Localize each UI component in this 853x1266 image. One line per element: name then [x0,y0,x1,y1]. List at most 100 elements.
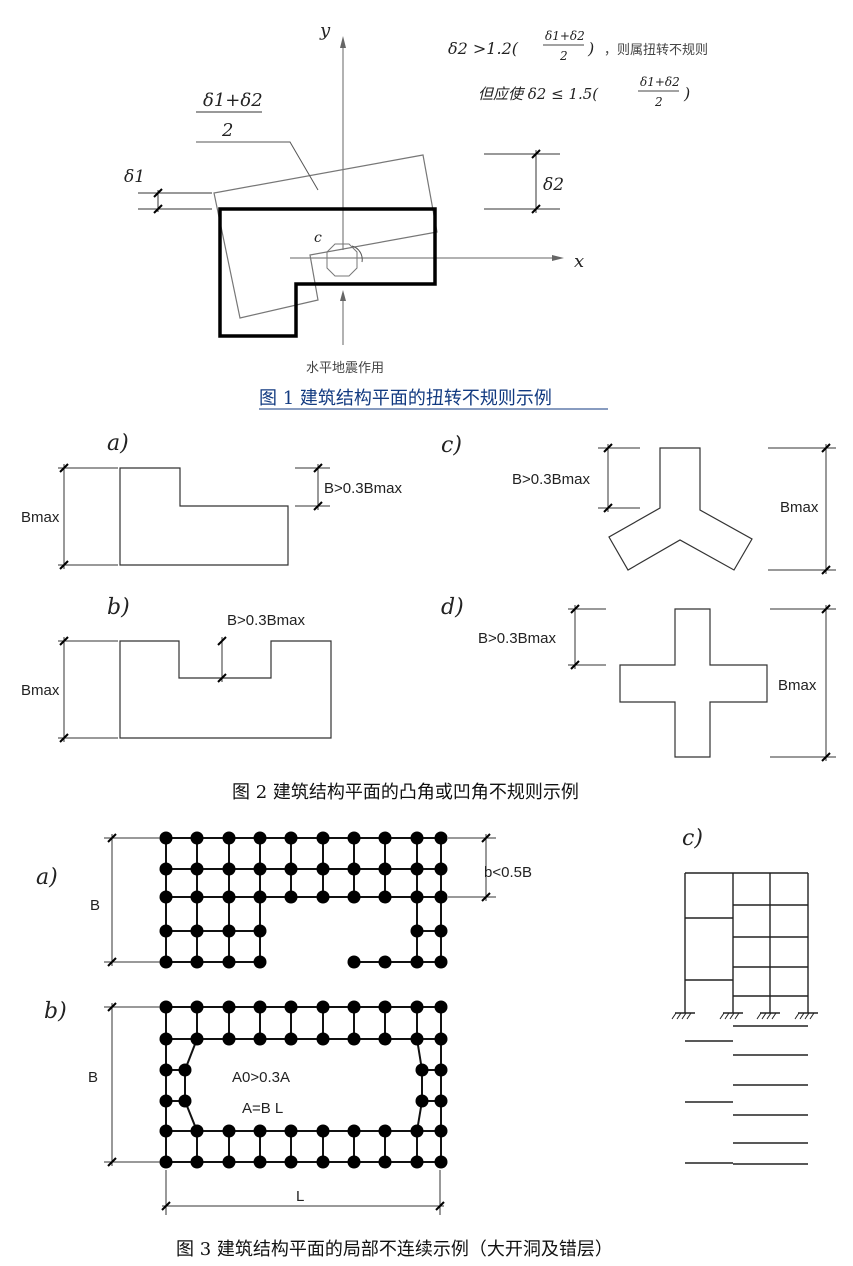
grid-node [415,1063,429,1077]
support-hatch [676,1012,682,1020]
fig2-d-bmax-label: Bmax [778,677,817,694]
fig2-c-b-label: B>0.3Bmax [512,471,590,488]
x-axis-arrow [552,255,564,261]
grid-node [316,1032,330,1046]
grid-node [253,924,267,938]
grid-node [284,890,298,904]
grid-node [378,862,392,876]
grid-node [347,862,361,876]
fig2-b-bmax-tick-2 [59,733,69,743]
fig2-c-b-tick-2 [603,503,613,513]
y-axis-label: y [319,20,331,41]
fig2-b-b-label: B>0.3Bmax [227,612,305,629]
fig3-b-L-tick-1 [161,1201,171,1211]
grid-node [410,955,424,969]
fig3-b-B-tick-1 [107,1002,117,1012]
grid-node [253,1032,267,1046]
support-hatch [794,1012,800,1020]
grid-node [347,1000,361,1014]
fig2-c-bmax-label: Bmax [780,499,819,516]
fig2-a-bmax-tick-1 [59,463,69,473]
support-hatch [766,1012,772,1020]
fig3-panel-a-label: a) [36,865,58,890]
grid-node [434,1155,448,1169]
grid-node [378,1032,392,1046]
grid-node [284,862,298,876]
grid-node [284,1155,298,1169]
grid-node [434,924,448,938]
fig2-d-bmax-tick-2 [821,752,831,762]
x-axis-label: x [574,251,584,272]
grid-node [253,862,267,876]
grid-node [190,890,204,904]
figure-1: y x c 水平地震作用 δ1 δ2 δ1+δ2 2 δ2 > [124,20,708,410]
support-hatch [734,1012,740,1020]
grid-node [190,1155,204,1169]
grid-node [434,862,448,876]
condition-2-rhs: ) [683,84,690,103]
fig2-a-b-label: B>0.3Bmax [324,480,402,497]
fig2-d-shape [619,608,768,758]
condition-2-prefix: 但应使 δ2 ≤ 1.5( [478,85,599,103]
fig2-b-b-tick-1 [217,636,227,646]
grid-node [190,924,204,938]
grid-node [159,1155,173,1169]
grid-node [178,1063,192,1077]
grid-node [190,1032,204,1046]
fig3-b-L-label: L [296,1188,304,1205]
grid-node [222,1000,236,1014]
grid-node [159,1063,173,1077]
fig3-a-b-tick-2 [481,892,491,902]
fig3-a-B-label: B [90,897,100,914]
grid-node [222,1032,236,1046]
grid-node [378,831,392,845]
grid-node [434,1032,448,1046]
support-hatch [761,1012,767,1020]
load-label: 水平地震作用 [306,361,384,376]
fig2-panel-c-label: c) [441,433,462,458]
grid-node [159,831,173,845]
load-arrow-head [340,290,346,301]
y-axis-arrow [340,36,346,48]
fig3-c-elevation [671,872,818,1165]
grid-node [190,955,204,969]
grid-node [434,890,448,904]
grid-node [253,1000,267,1014]
fig2-a-shape [119,467,289,566]
condition-1-text: ，则属扭转不规则 [604,43,708,58]
grid-node [284,831,298,845]
grid-node [159,862,173,876]
grid-node [159,924,173,938]
grid-node [347,831,361,845]
grid-node [253,955,267,969]
grid-node [347,890,361,904]
fig2-b-bmax-tick-1 [59,636,69,646]
grid-node [316,1000,330,1014]
grid-node [410,831,424,845]
grid-node [316,1155,330,1169]
fig2-d-bmax-tick-1 [821,604,831,614]
grid-node [316,862,330,876]
support-hatch [671,1012,677,1020]
fig3-b-L-tick-2 [435,1201,445,1211]
grid-node [253,1155,267,1169]
grid-node [222,924,236,938]
support-hatch [719,1012,725,1020]
support-hatch [804,1012,810,1020]
condition-1-frac-den: 2 [559,49,568,63]
grid-node [410,924,424,938]
support-hatch [799,1012,805,1020]
avg-denominator: 2 [221,120,233,141]
condition-1-rhs: ) [587,39,594,58]
grid-node [316,1124,330,1138]
grid-node [253,890,267,904]
fig2-panel-d-label: d) [441,595,464,620]
grid-node [159,1032,173,1046]
fig2-c-bmax-tick-1 [821,443,831,453]
grid-node [410,1000,424,1014]
delta2-tick-1 [531,149,541,159]
grid-node [347,1032,361,1046]
grid-node [159,1000,173,1014]
fig2-panel-a-label: a) [107,431,129,456]
fig2-a-bmax-tick-2 [59,560,69,570]
